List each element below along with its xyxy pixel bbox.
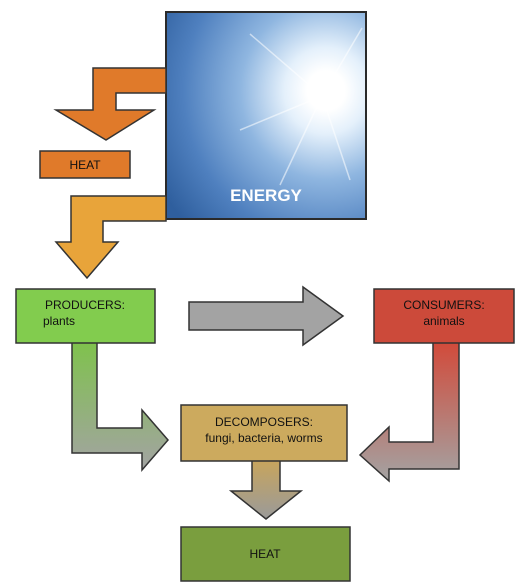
- decomposers-box: DECOMPOSERS: fungi, bacteria, worms: [180, 404, 348, 462]
- producers-to-decomposers-arrow: [71, 341, 169, 473]
- producers-title: PRODUCERS:: [45, 298, 125, 312]
- consumers-box: CONSUMERS: animals: [373, 288, 515, 344]
- heat-bottom-label: HEAT: [249, 547, 281, 561]
- energy-arrow: [54, 195, 167, 280]
- consumers-subtitle: animals: [423, 314, 464, 328]
- heat-box-bottom: HEAT: [180, 526, 351, 582]
- decomposers-to-heat-arrow: [228, 459, 304, 520]
- energy-box: ENERGY: [165, 11, 367, 220]
- producers-subtitle: plants: [43, 314, 75, 328]
- consumers-to-decomposers-arrow: [358, 341, 460, 483]
- heat-top-label: HEAT: [69, 158, 101, 172]
- heat-arrow: [53, 67, 167, 141]
- energy-label: ENERGY: [230, 186, 302, 205]
- heat-box-top: HEAT: [39, 150, 131, 179]
- sun-rays: [239, 27, 363, 186]
- consumers-title: CONSUMERS:: [403, 298, 484, 312]
- producers-box: PRODUCERS: plants: [15, 288, 156, 344]
- decomposers-title: DECOMPOSERS:: [215, 415, 313, 429]
- decomposers-subtitle: fungi, bacteria, worms: [205, 431, 322, 445]
- producers-to-consumers-arrow: [188, 285, 345, 347]
